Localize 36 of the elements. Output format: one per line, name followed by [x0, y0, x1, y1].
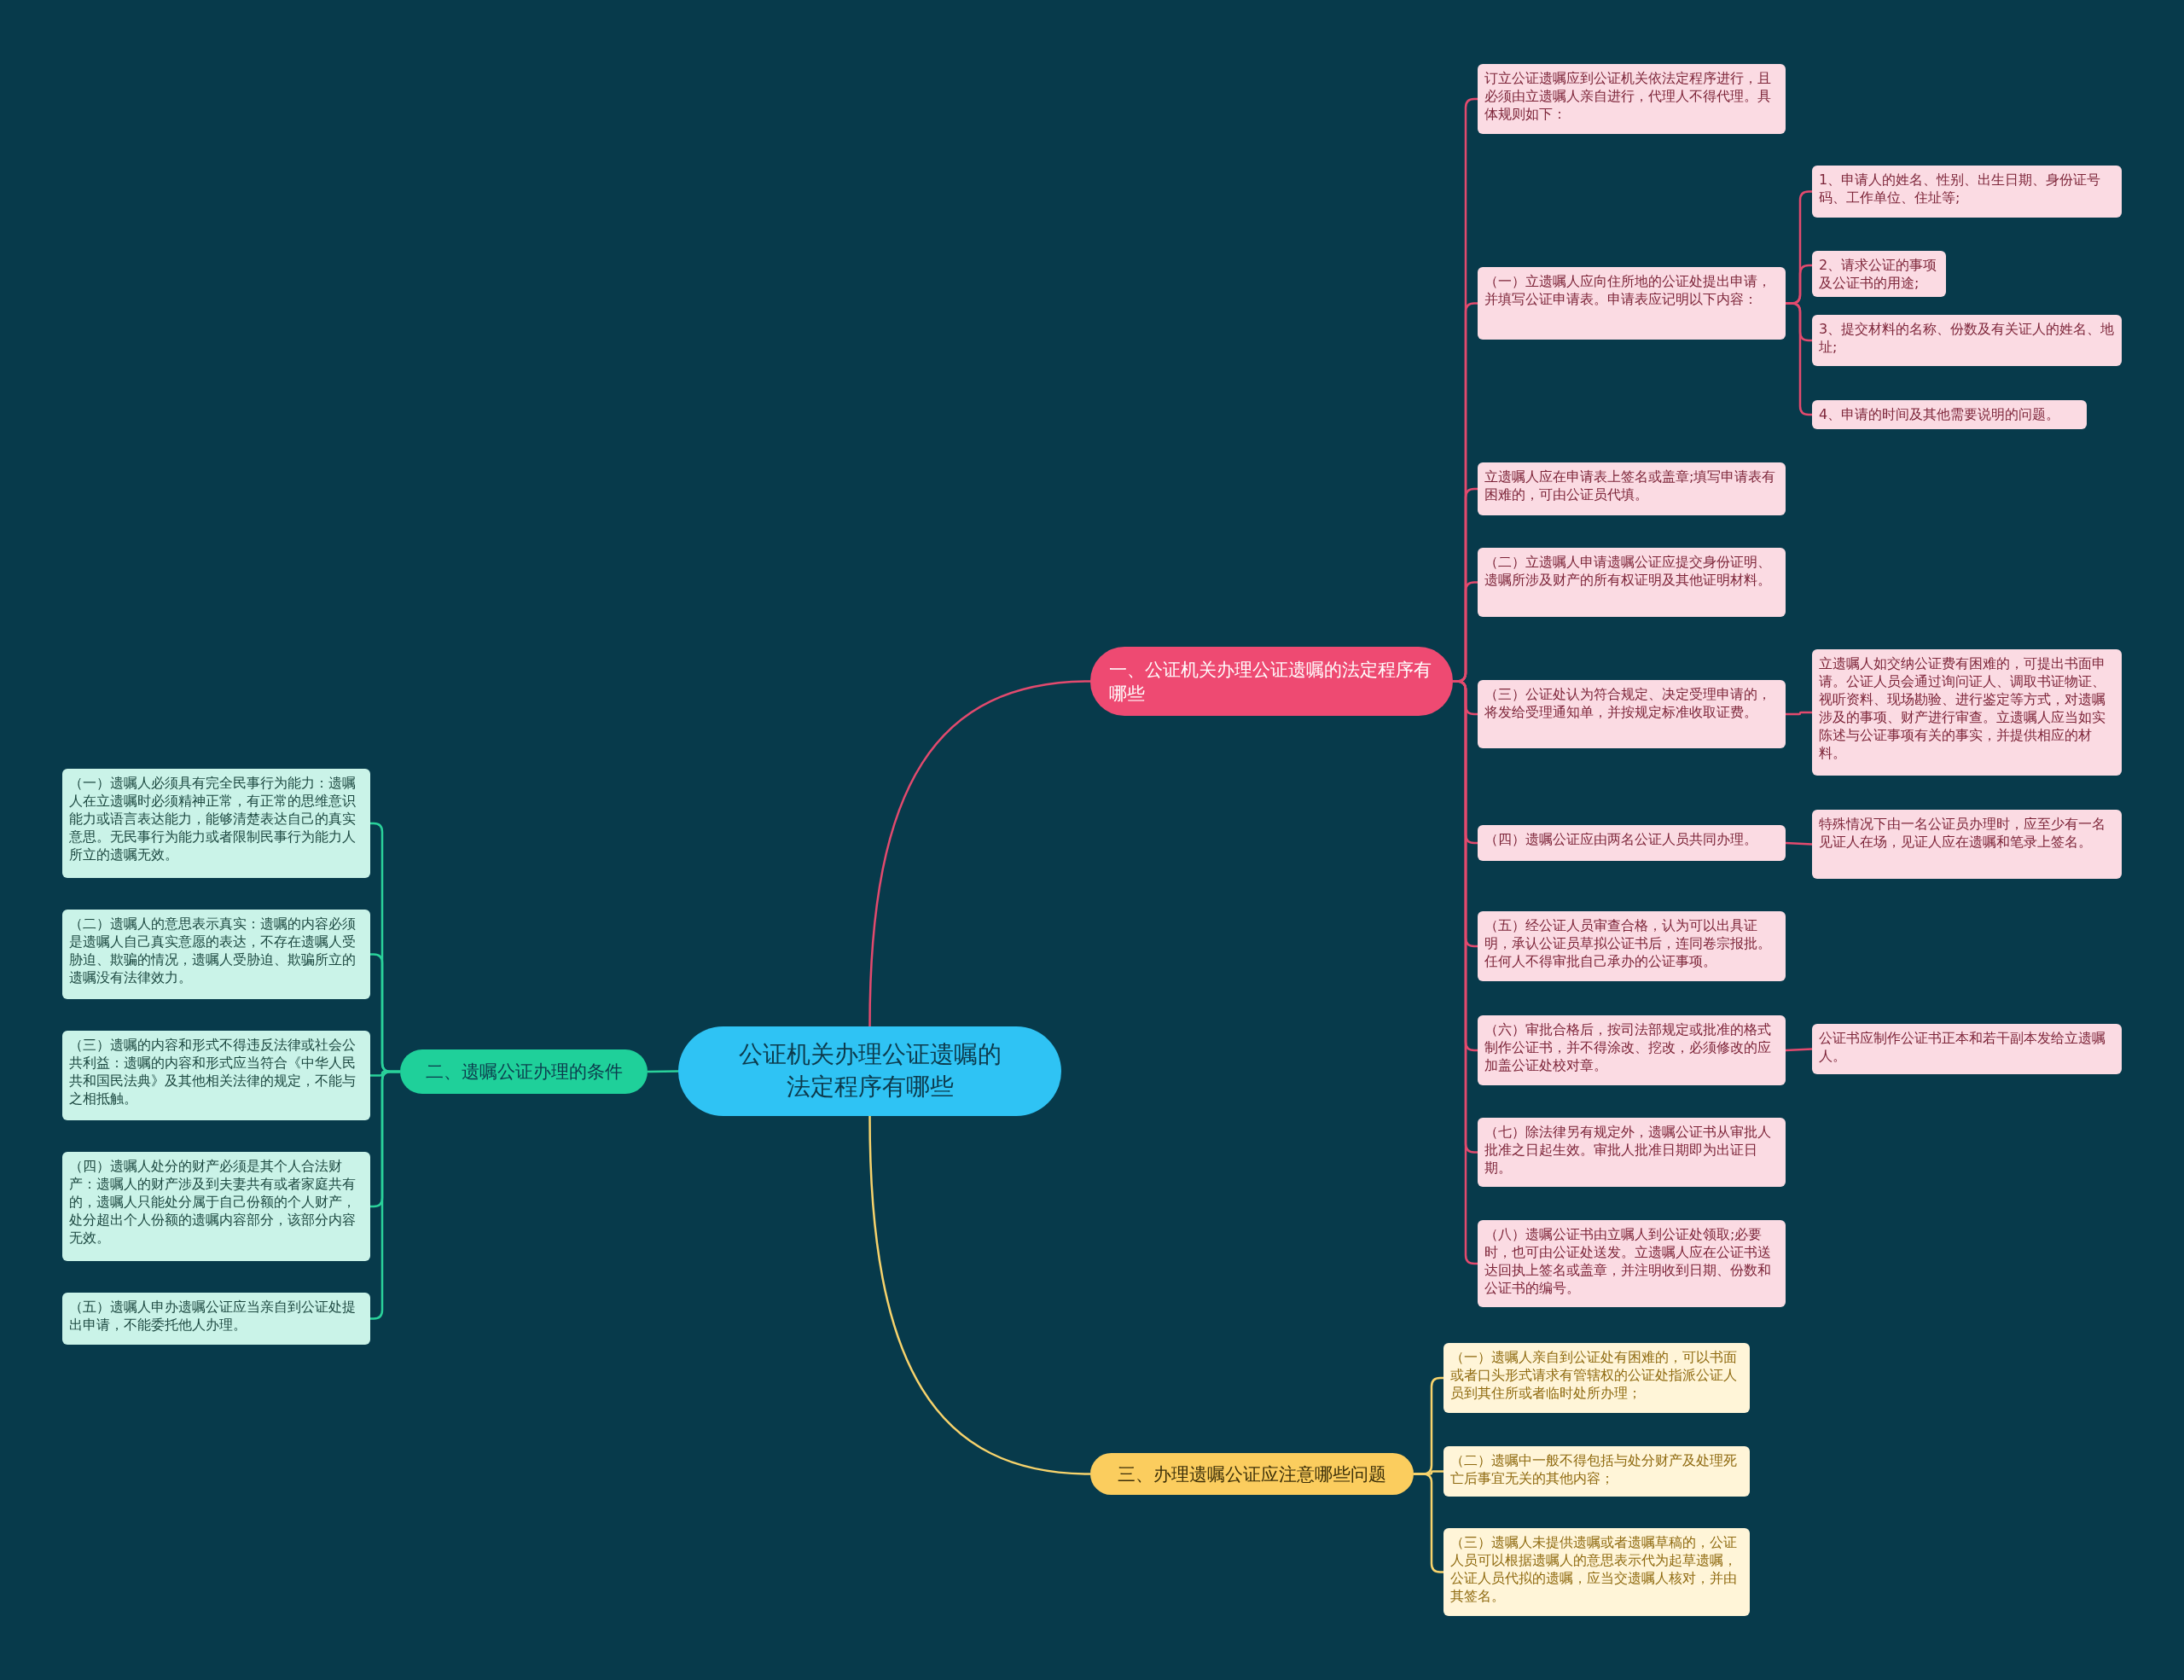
text-box: （一）遗嘱人亲自到公证处有困难的，可以书面或者口头形式请求有管辖权的公证处指派公证人员到其住所或者临时处所办理； [1443, 1343, 1750, 1413]
connector-line [648, 1070, 678, 1073]
text-box: （三）遗嘱人未提供遗嘱或者遗嘱草稿的，公证人员可以根据遗嘱人的意思表示代为起草遗嘱，公证人员代拟的遗嘱，应当交遗嘱人核对，并由其签名。 [1443, 1528, 1750, 1616]
text-box: （一）遗嘱人必须具有完全民事行为能力：遗嘱人在立遗嘱时必须精神正常，有正常的思维意识能力或语言表达能力，能够清楚表达自己的真实意思。无民事行为能力或者限制民事行为能力人所立的遗嘱无效。 [62, 769, 370, 878]
text-box: 公证书应制作公证书正本和若干副本发给立遗嘱人。 [1812, 1024, 2122, 1074]
text-box: （三）遗嘱的内容和形式不得违反法律或社会公共利益：遗嘱的内容和形式应当符合《中华人民共和国民法典》及其他相关法律的规定，不能与之相抵触。 [62, 1031, 370, 1120]
text-box: （七）除法律另有规定外，遗嘱公证书从审批人批准之日起生效。审批人批准日期即为出证日期。 [1478, 1118, 1786, 1187]
text-box: 4、申请的时间及其他需要说明的问题。 [1812, 400, 2087, 429]
connector-line [1785, 841, 1813, 846]
text-box: （三）公证处认为符合规定、决定受理申请的，将发给受理通知单，并按规定标准收取证费。 [1478, 680, 1786, 748]
connector-line [1785, 1048, 1813, 1052]
text-box: （八）遗嘱公证书由立嘱人到公证处领取;必要时，也可由公证处送发。立遗嘱人应在公证书送达回执上签名或盖章，并注明收到日期、份数和公证书的编号。 [1478, 1220, 1786, 1307]
text-box: 1、申请人的姓名、性别、出生日期、身份证号码、工作单位、住址等; [1812, 166, 2122, 218]
text-box: （二）遗嘱中一般不得包括与处分财产及处理死亡后事宜无关的其他内容； [1443, 1446, 1750, 1497]
connector-line [1786, 711, 1812, 716]
text-box: （二）遗嘱人的意思表示真实：遗嘱的内容必须是遗嘱人自己真实意愿的表达，不存在遗嘱人受胁迫、欺骗的情况，遗嘱人受胁迫、欺骗所立的遗嘱没有法律效力。 [62, 910, 370, 999]
text-box: （六）审批合格后，按司法部规定或批准的格式制作公证书，并不得涂改、挖改，必须修改的应加盖公证处校对章。 [1478, 1015, 1786, 1085]
connector-line [868, 1115, 1091, 1475]
text-box: （二）立遗嘱人申请遗嘱公证应提交身份证明、遗嘱所涉及财产的所有权证明及其他证明材料。 [1478, 548, 1786, 617]
text-box: （四）遗嘱公证应由两名公证人员共同办理。 [1478, 825, 1786, 861]
connector-line [370, 1070, 400, 1320]
central-topic: 公证机关办理公证遗嘱的法定程序有哪些 [678, 1026, 1061, 1116]
branch-topic: 二、遗嘱公证办理的条件 [400, 1049, 648, 1094]
branch-topic: 三、办理遗嘱公证应注意哪些问题 [1090, 1453, 1414, 1495]
branch-topic: 一、公证机关办理公证遗嘱的法定程序有哪些 [1090, 647, 1453, 716]
text-box: 3、提交材料的名称、份数及有关证人的姓名、地址; [1812, 315, 2122, 366]
text-box: 2、请求公证的事项及公证书的用途; [1812, 251, 1946, 297]
text-box: （五）经公证人员审查合格，认为可以出具证明，承认公证员草拟公证书后，连同卷宗报批。任何人不得审批自己承办的公证事项。 [1478, 911, 1786, 981]
text-box: （五）遗嘱人申办遗嘱公证应当亲自到公证处提出申请，不能委托他人办理。 [62, 1293, 370, 1345]
text-box: 特殊情况下由一名公证员办理时，应至少有一名见证人在场，见证人应在遗嘱和笔录上签名。 [1812, 810, 2122, 879]
text-box: 订立公证遗嘱应到公证机关依法定程序进行，且必须由立遗嘱人亲自进行，代理人不得代理。具体规则如下： [1478, 64, 1786, 134]
connector-line [868, 680, 1091, 1027]
text-box: 立遗嘱人应在申请表上签名或盖章;填写申请表有困难的，可由公证员代填。 [1478, 462, 1786, 515]
text-box: （一）立遗嘱人应向住所地的公证处提出申请，并填写公证申请表。申请表应记明以下内容： [1478, 267, 1786, 340]
text-box: 立遗嘱人如交纳公证费有困难的，可提出书面申请。公证人员会通过询问证人、调取书证物证、视听资料、现场勘验、进行鉴定等方式，对遗嘱涉及的事项、财产进行审查。立遗嘱人应当如实陈述与公证事项有关的事实，并提供相应的材料。 [1812, 649, 2122, 776]
text-box: （四）遗嘱人处分的财产必须是其个人合法财产：遗嘱人的财产涉及到夫妻共有或者家庭共有的，遗嘱人只能处分属于自己份额的个人财产，处分超出个人份额的遗嘱内容部分，该部分内容无效。 [62, 1152, 370, 1261]
